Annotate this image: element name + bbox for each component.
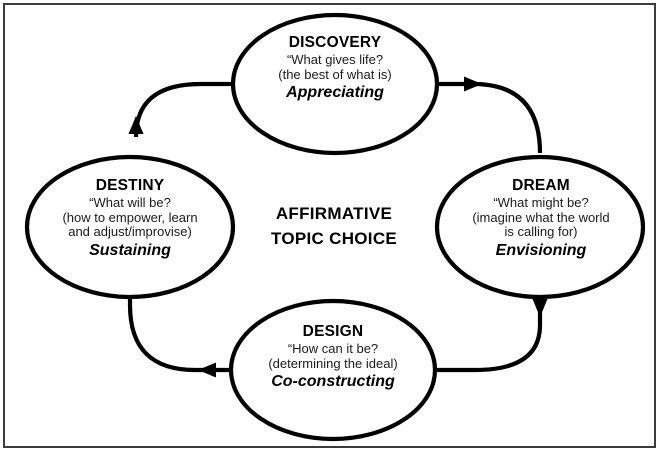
center-label-line-1: AFFIRMATIVE: [275, 204, 393, 223]
diagram-frame: DISCOVERY “What gives life? (the best of…: [3, 3, 656, 448]
center-label: AFFIRMATIVE TOPIC CHOICE: [236, 202, 432, 251]
connector-destiny-to-discovery: [133, 81, 233, 138]
ellipse-destiny[interactable]: [24, 154, 236, 300]
connector-design-to-destiny: [127, 297, 231, 373]
arrowhead-destiny-to-discovery: [128, 116, 144, 134]
arrowhead-dream-to-design: [532, 299, 548, 317]
center-label-line-2: TOPIC CHOICE: [270, 228, 398, 248]
arrowhead-design-to-destiny: [198, 362, 216, 378]
ellipse-discovery[interactable]: [230, 12, 440, 156]
ellipse-dream[interactable]: [434, 154, 646, 300]
arrowhead-discovery-to-dream: [464, 76, 482, 92]
connector-discovery-to-dream: [437, 81, 543, 154]
ellipse-design[interactable]: [228, 298, 438, 442]
connector-dream-to-design: [437, 297, 543, 373]
appreciative-inquiry-cycle: [24, 12, 646, 442]
